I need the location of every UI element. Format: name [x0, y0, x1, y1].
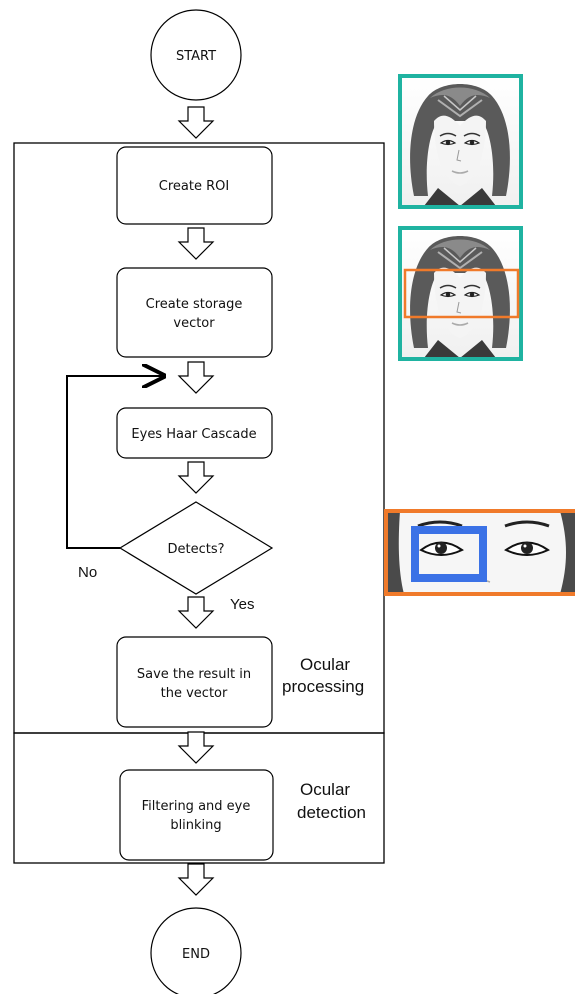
ocular-detection-label-line1: Ocular: [300, 780, 350, 799]
filtering-box: [119, 769, 274, 861]
ocular-detection-label-line2: detection: [297, 803, 366, 822]
save-result-box: [116, 636, 273, 728]
create-roi-label: Create ROI: [159, 179, 229, 194]
end-node: [150, 907, 242, 994]
start-node: [150, 9, 242, 101]
save-result-label-line1: Save the result in: [137, 667, 251, 682]
block-arrow-3: [177, 361, 215, 394]
eye-detection-box: [411, 526, 487, 582]
yes-label: Yes: [230, 596, 254, 613]
eyes-haar-box: [116, 407, 273, 459]
block-arrow-7: [177, 863, 215, 896]
filtering-label-line2: blinking: [170, 818, 221, 833]
create-storage-label-line1: Create storage: [146, 297, 243, 312]
save-result-label-line2: the vector: [161, 686, 228, 701]
block-arrow-6: [177, 731, 215, 764]
eyes-haar-label: Eyes Haar Cascade: [131, 427, 256, 442]
face-image-roi: [398, 226, 523, 361]
ocular-processing-label-line2: processing: [282, 677, 364, 696]
eye-crop-image: [384, 509, 575, 596]
block-arrow-4: [177, 461, 215, 494]
face-image-full: [398, 74, 523, 209]
ocular-processing-label-line1: Ocular: [300, 655, 350, 674]
filtering-label-line1: Filtering and eye: [142, 799, 251, 814]
no-label: No: [78, 564, 97, 581]
block-arrow-1: [177, 106, 215, 139]
end-label: END: [182, 947, 210, 962]
create-storage-label-line2: vector: [173, 316, 215, 331]
detects-decision: [118, 501, 274, 595]
block-arrow-5: [177, 596, 215, 629]
detects-label: Detects?: [167, 542, 224, 557]
roi-box: [403, 268, 520, 319]
start-label: START: [176, 49, 216, 64]
create-storage-box: [116, 267, 273, 358]
no-loop-line: [66, 376, 162, 549]
create-roi-box: [116, 146, 273, 225]
block-arrow-2: [177, 227, 215, 260]
